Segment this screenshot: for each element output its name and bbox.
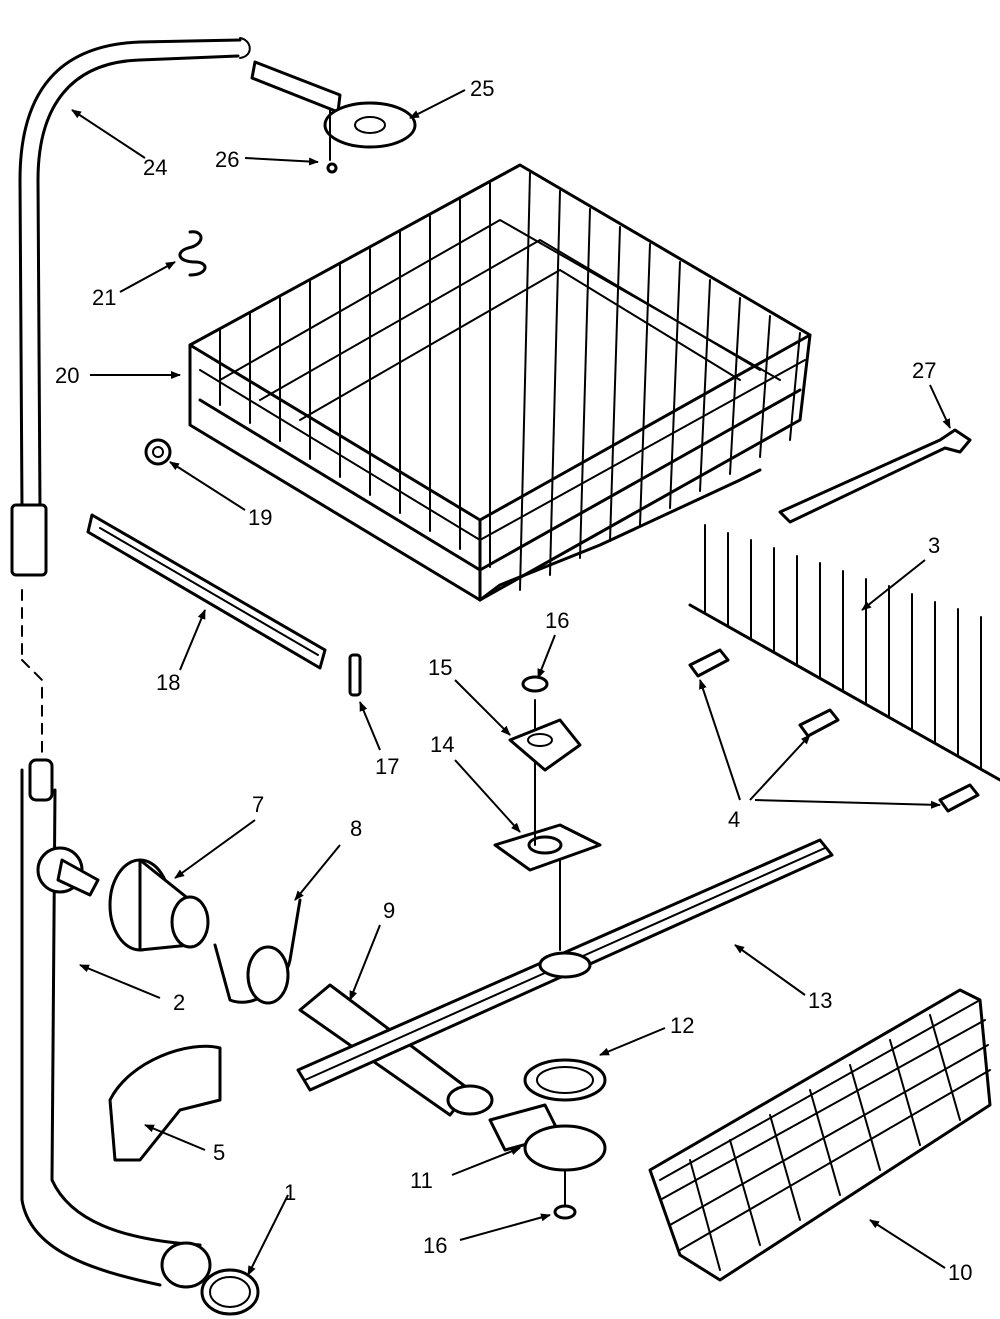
callout-16-top: 16 (545, 608, 569, 633)
clamp-part (213, 898, 302, 1005)
callout-10: 10 (948, 1260, 972, 1285)
spray-arm-part (296, 838, 834, 1092)
callout-9: 9 (383, 898, 395, 923)
callout-17: 17 (375, 754, 399, 779)
callout-20: 20 (55, 363, 79, 388)
callout-15: 15 (428, 655, 452, 680)
callout-26: 26 (215, 147, 239, 172)
upper-screw-part (521, 675, 549, 693)
o-ring-part (200, 1268, 260, 1316)
upper-mount-part (250, 60, 417, 174)
bearing-part (508, 718, 582, 772)
dish-rack-part (188, 163, 812, 602)
callout-3: 3 (928, 533, 940, 558)
rack-wheel-part (144, 438, 172, 466)
hub-part (108, 858, 210, 952)
tine-section-part (688, 524, 1000, 782)
seal-ring-part (523, 1058, 607, 1102)
callout-13: 13 (808, 988, 832, 1013)
lower-screw-part (553, 1169, 577, 1220)
leader-lines (71, 89, 951, 1276)
rack-clip-parts (688, 648, 980, 813)
mount-plate-part (493, 699, 602, 951)
callout-7: 7 (252, 792, 264, 817)
callout-labels: 24 25 26 21 20 19 27 3 4 18 17 16 15 14 … (55, 76, 972, 1285)
callout-8: 8 (350, 816, 362, 841)
supply-tube-part (10, 37, 251, 577)
dashed-guide-line (21, 589, 43, 771)
callout-5: 5 (213, 1140, 225, 1165)
filter-basket-part (648, 988, 992, 1282)
callout-2: 2 (173, 990, 185, 1015)
callout-21: 21 (92, 285, 116, 310)
rail-clip-part (778, 428, 972, 524)
callout-16-bottom: 16 (423, 1233, 447, 1258)
callout-14: 14 (430, 732, 454, 757)
callout-18: 18 (156, 670, 180, 695)
callout-27: 27 (912, 358, 936, 383)
callout-1: 1 (284, 1180, 296, 1205)
spring-part (178, 230, 207, 277)
lower-hub-part (488, 1103, 607, 1172)
feed-tube-part (20, 758, 212, 1289)
callout-19: 19 (248, 505, 272, 530)
callout-24: 24 (143, 155, 167, 180)
callout-25: 25 (470, 76, 494, 101)
pin-part (348, 653, 362, 697)
callout-12: 12 (670, 1013, 694, 1038)
callout-11: 11 (410, 1168, 433, 1193)
bracket-part (108, 1044, 222, 1162)
slide-rail-part (86, 513, 327, 670)
callout-4: 4 (728, 807, 740, 832)
